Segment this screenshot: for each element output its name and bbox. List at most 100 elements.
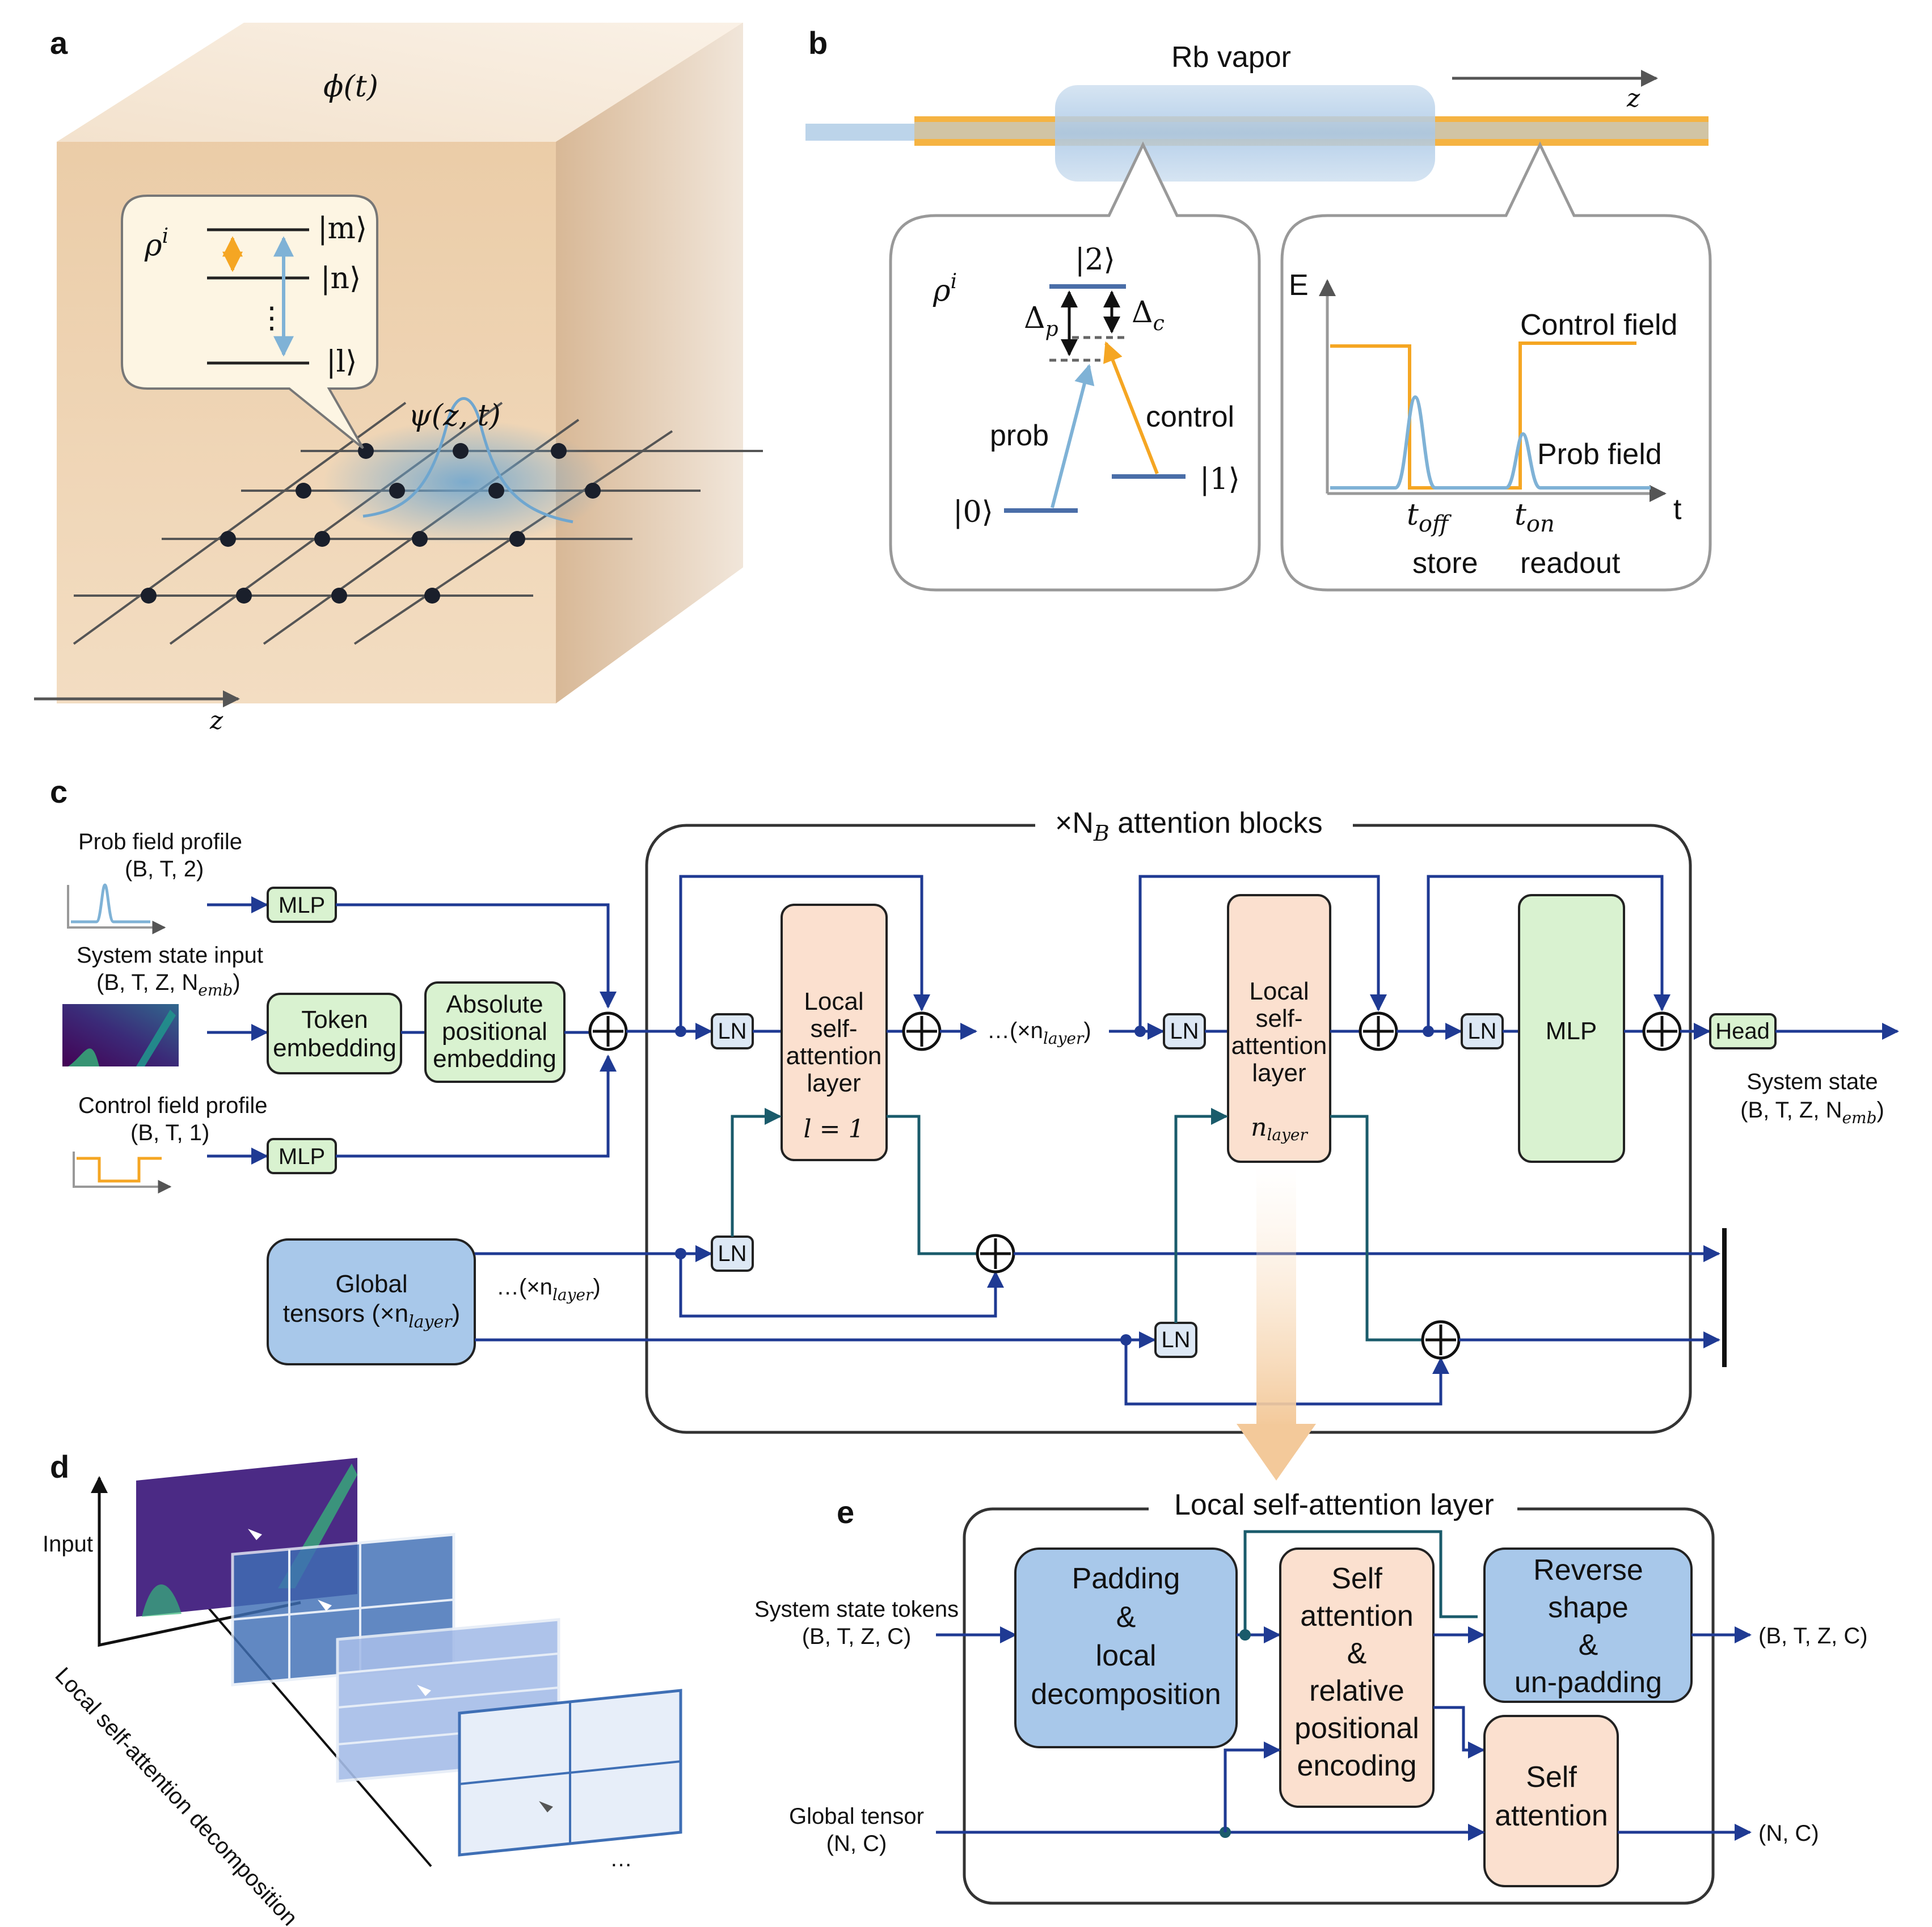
sys-input-shape: (B, T, Z, Nemb)	[96, 970, 241, 1000]
sys-state-label: System state	[1747, 1069, 1878, 1094]
token-emb-line1: Token	[301, 1006, 368, 1034]
store-label: store	[1412, 547, 1478, 580]
input-feature-1	[142, 1584, 182, 1617]
reverse-box	[1483, 1547, 1693, 1703]
global-skip-1	[679, 1254, 1004, 1318]
rb-vapor-label: Rb vapor	[1171, 41, 1291, 74]
flow-arrow-1	[248, 1529, 262, 1540]
local1-line3: attention	[786, 1042, 882, 1070]
padding-box	[1014, 1547, 1238, 1748]
state-l: |l⟩	[326, 345, 357, 379]
repeat-label-bottom: …(×nlayer)	[496, 1275, 601, 1304]
e-branch-top	[1243, 1530, 1478, 1635]
localn-line2: self-	[1255, 1005, 1302, 1032]
abs-pos-line3: embedding	[433, 1045, 556, 1073]
sum-node-global-2	[1421, 1320, 1461, 1360]
self-attention-rel-box	[1279, 1547, 1435, 1808]
t-axis-label: t	[1673, 493, 1682, 526]
control-profile-label: Control field profile	[78, 1093, 268, 1118]
delta-c-label: Δc	[1132, 296, 1165, 335]
control-label: control	[1146, 400, 1234, 433]
reverse-line4: un-padding	[1515, 1666, 1662, 1699]
padding-line3: local	[1096, 1639, 1157, 1672]
wavepacket	[323, 420, 607, 545]
panel-a: a ϕ(t) ψ(z, t) ρi	[34, 23, 763, 735]
sum-node-1	[902, 1011, 942, 1051]
state-n: |n⟩	[320, 262, 361, 296]
self-line4: relative	[1309, 1675, 1404, 1707]
panel-label-b: b	[808, 25, 828, 61]
state-0: |0⟩	[953, 495, 993, 529]
panel-label-c: c	[50, 774, 68, 809]
self-line3: &	[1347, 1637, 1367, 1670]
control-transition	[1103, 341, 1159, 475]
self-line1: Self	[1331, 1562, 1382, 1595]
control-mini-curve	[77, 1157, 162, 1183]
prob-mini-curve	[71, 883, 150, 924]
rho-label-b: ρi	[933, 270, 957, 308]
e-out-1: (B, T, Z, C)	[1758, 1624, 1868, 1648]
sys-tokens-shape: (B, T, Z, C)	[802, 1624, 912, 1649]
delta-p-label: Δp	[1024, 301, 1058, 341]
state-2: |2⟩	[1075, 243, 1115, 277]
prob-field-label: Prob field	[1537, 438, 1662, 471]
e-axis-label: E	[1289, 269, 1309, 302]
selfatt-line2: attention	[1495, 1799, 1608, 1832]
global-line1: Global	[335, 1270, 407, 1298]
padding-line1: Padding	[1072, 1562, 1180, 1595]
t-on-label: ton	[1515, 498, 1555, 537]
repeat-label-top: …(×nlayer)	[987, 1018, 1091, 1048]
probe-transition	[1051, 364, 1095, 508]
global-line2: tensors (×nlayer)	[283, 1300, 461, 1332]
timing-bubble-b	[1280, 141, 1712, 592]
decomposition-axis-label: Local self-attention decomposition	[50, 1663, 302, 1927]
panel-label-d: d	[50, 1449, 69, 1485]
prob-mini-axes	[67, 885, 166, 934]
local1-line1: Local	[804, 988, 863, 1015]
sum-node-global-1	[976, 1234, 1015, 1274]
sys-tokens-label: System state tokens	[754, 1597, 959, 1622]
local-attention-layer-n	[1227, 894, 1331, 1163]
ln-global-1-label: LN	[718, 1241, 746, 1266]
reverse-line3: &	[1579, 1629, 1598, 1662]
mlp-prob-label: MLP	[279, 893, 325, 918]
lattice-atoms	[141, 443, 601, 604]
global-tensors-box	[267, 1238, 476, 1365]
ln-1-label: LN	[718, 1019, 746, 1044]
localn-global-out	[1330, 1115, 1424, 1342]
state-1: |1⟩	[1200, 462, 1240, 496]
control-mini-axes	[73, 1152, 172, 1194]
flow-arrow-2	[318, 1600, 332, 1611]
padding-line2: &	[1116, 1601, 1136, 1634]
wavepacket-curve	[362, 397, 573, 524]
level-bubble-b	[889, 141, 1261, 592]
sum-node-2	[1359, 1011, 1398, 1051]
global-to-local-1	[731, 1108, 782, 1237]
sys-state-shape: (B, T, Z, Nemb)	[1740, 1098, 1884, 1127]
panel-d: d Input Local self-attention decompositi…	[43, 1449, 682, 1927]
global-tensor-shape: (N, C)	[826, 1831, 887, 1856]
ln-3-label: LN	[1467, 1019, 1496, 1044]
panel-label-a: a	[50, 25, 68, 61]
sum-node-input	[588, 1011, 628, 1051]
local1-global-out	[887, 1115, 978, 1255]
t-off-label: toff	[1407, 498, 1452, 537]
phi-label: ϕ(t)	[323, 70, 378, 104]
rho-label-a: ρi	[144, 225, 168, 263]
reverse-line1: Reverse	[1533, 1554, 1643, 1587]
ln-global-2-label: LN	[1161, 1327, 1190, 1352]
psi-label: ψ(z, t)	[408, 399, 501, 433]
localn-line3: attention	[1231, 1032, 1327, 1060]
local1-l-eq: l = 1	[804, 1115, 864, 1144]
prob-profile-label: Prob field profile	[78, 829, 242, 854]
z-label-b: z	[1626, 84, 1640, 113]
flow-arrow-4	[539, 1801, 553, 1812]
heatmap-feature-2	[136, 1010, 176, 1066]
mlp-block	[1518, 894, 1625, 1163]
prob-profile-shape: (B, T, 2)	[125, 857, 204, 882]
e-title-gap	[1149, 1486, 1517, 1526]
state-m: |m⟩	[318, 212, 367, 246]
flow-arrow-3	[417, 1685, 431, 1696]
global-to-self-rel	[1224, 1742, 1281, 1832]
